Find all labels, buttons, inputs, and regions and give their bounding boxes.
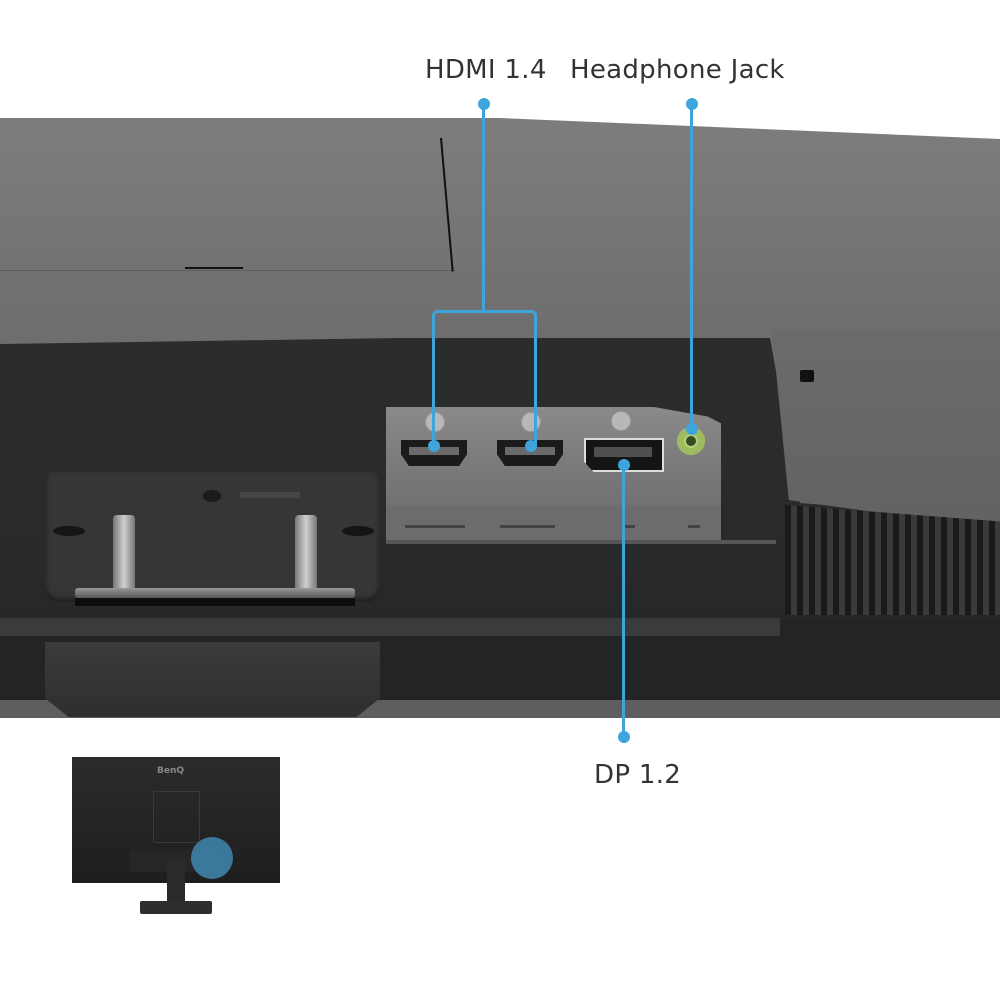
rear-right-panel [772,330,1000,530]
port-label-strip [386,505,721,542]
vesa-cover-panel [0,135,455,271]
hdmi-callout-line [482,104,485,311]
screw-icon [425,412,445,432]
mount-hook-right [295,515,317,595]
mount-hole-right [342,526,374,536]
mount-screw-icon [203,490,221,502]
mount-bar [75,588,355,598]
brand-logo: BenQ [157,766,185,776]
kensington-lock-icon [800,370,814,382]
port-panel-edge [386,540,776,544]
mount-gap [75,598,355,606]
screw-icon [611,411,631,431]
hdmi-1-dot [428,440,440,452]
vesa-slot [185,267,243,269]
mount-release-text [240,492,300,498]
dp-callout-dot [618,731,630,743]
lower-lip [0,618,780,636]
dp-marking [623,525,635,528]
hdmi-1-marking [405,525,465,528]
dp-callout-line [622,465,625,733]
hdmi-2-marking [500,525,555,528]
hdmi-2-dot [525,440,537,452]
mount-hole-left [53,526,85,536]
hdmi-callout-bracket [432,310,537,448]
dp-label: DP 1.2 [594,760,682,790]
thumbnail-vesa [153,791,200,843]
thumbnail-stand-base [140,901,212,914]
thumbnail-stand-neck [167,860,185,906]
mount-hook-left [113,515,135,595]
headphone-callout-line [690,104,693,426]
ventilation-grille [785,505,1000,615]
headphone-label: Headphone Jack [570,55,785,85]
hdmi-label: HDMI 1.4 [425,55,547,85]
headphone-jack-dot [686,423,698,435]
thumbnail-highlight-circle [191,837,233,879]
stand-neck [45,642,380,717]
audio-marking [688,525,700,528]
